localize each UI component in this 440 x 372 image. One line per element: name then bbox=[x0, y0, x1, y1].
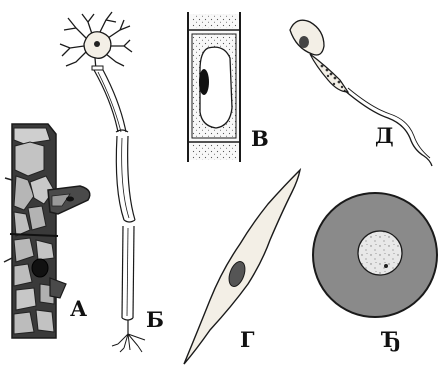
label-b: Б bbox=[146, 309, 164, 330]
cell-d-sperm bbox=[290, 20, 432, 166]
label-d: Д bbox=[375, 125, 394, 146]
cell-v-plant bbox=[188, 12, 240, 162]
label-dj: Ђ bbox=[382, 329, 401, 350]
label-v: В bbox=[251, 128, 269, 149]
label-a: А bbox=[70, 298, 87, 319]
cell-dj-egg bbox=[313, 193, 437, 317]
label-g: Г bbox=[240, 329, 255, 350]
